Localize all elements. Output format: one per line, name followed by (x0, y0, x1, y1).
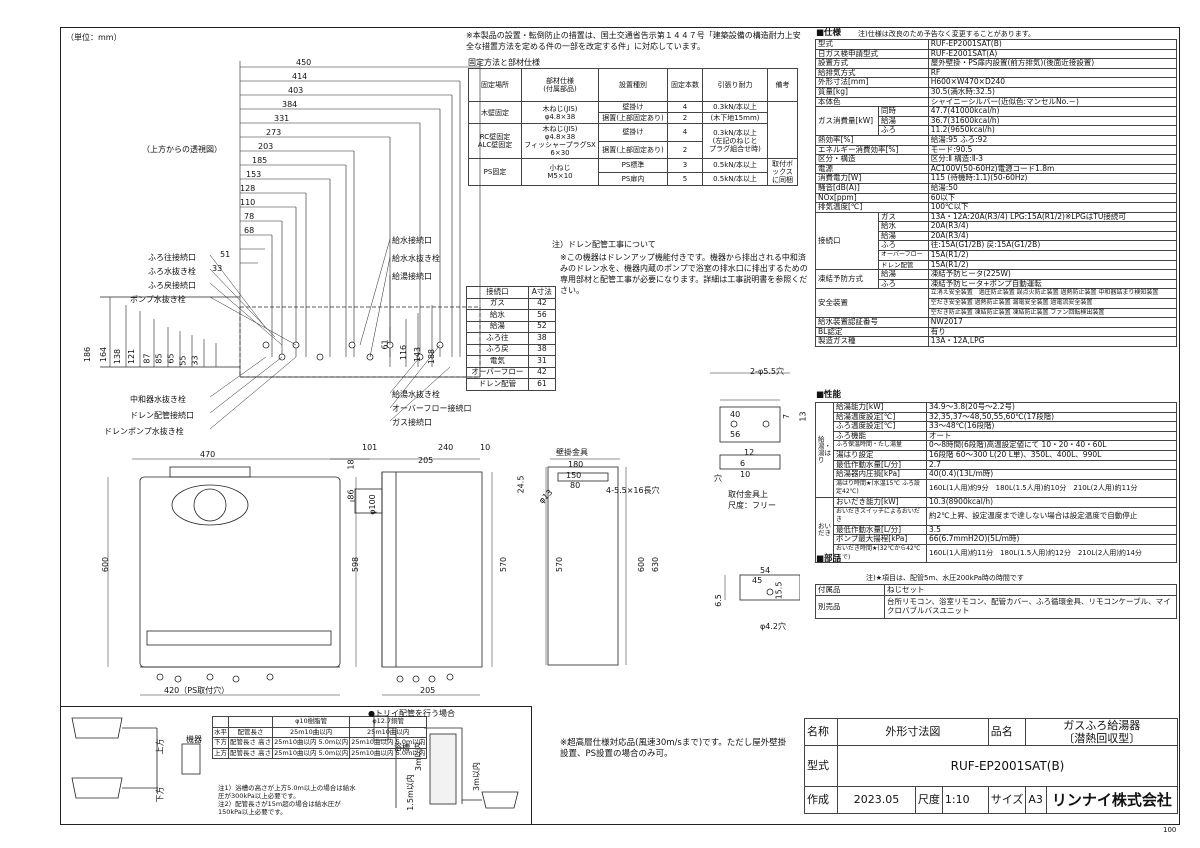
install-note: ※本製品の設置・転倒防止の措置は、国土交通省告示第１４４７号「建築設備の構造耐力… (466, 31, 801, 51)
side-dim-lines (109, 297, 433, 367)
performance-table: 給湯・湯はり給湯能力[kW]34.9～3.8(20号～2.2号) 給湯温度設定[… (815, 402, 1177, 564)
outline-drawing (100, 61, 800, 696)
bracket-title: 壁掛金具 (556, 448, 588, 457)
piping-title: ●トリイ配管を行う場合 (368, 709, 455, 718)
drain-title: 注）ドレン配管工事について (552, 240, 656, 249)
fitting-scale: 尺度：フリー (728, 501, 776, 510)
parts-title: ■部品 (816, 554, 842, 564)
piping-box (60, 706, 532, 825)
top-dim-lines (239, 61, 481, 377)
side-view (330, 458, 493, 696)
wall-bracket (545, 458, 627, 666)
high-rise-note: ※超高層仕様対応品(風速30m/sまで)です。ただし屋外壁掛設置、PS設置の場合… (560, 738, 787, 759)
top-view-label: （上方からの透視図） (142, 145, 222, 154)
page-number: 100 (1163, 826, 1177, 834)
parts-table: 付属品ねじセット 別売品台所リモコン、浴室リモコン、配管カバー、ふろ循環金具、リ… (815, 584, 1177, 619)
perf-title: ■性能 (816, 390, 842, 400)
leader-lines (209, 238, 451, 430)
spec-title: ■仕様 (816, 28, 842, 38)
title-block: 名称 外形寸法図 品名 ガスふろ給湯器〔潜熱回収型〕 型式 RUF-EP2001… (804, 718, 1179, 814)
lower-fitting (724, 574, 800, 601)
drain-note: ※この機器はドレンアップ機能付きです。機器から排出される中和済みのドレン水を、機… (560, 253, 808, 295)
fixing-method-table: 固定場所部材仕様 (付属部品)設置種別固定本数引張り耐力備考 木壁固定木ねじ(J… (468, 68, 798, 186)
drawing-frame (60, 27, 1180, 825)
spec-title-note: 注)仕様は改良のため予告なく変更することがあります。 (858, 30, 1036, 38)
piping-diagram (71, 715, 519, 809)
front-view (107, 458, 370, 696)
upper-fitting (710, 372, 790, 470)
unit-label: （単位：mm） (66, 33, 122, 42)
fix-title: 固定方法と部材仕様 (468, 58, 540, 67)
piping-notes: 注1）浴槽の高さが上方5.0m以上の場合は給水圧が300kPa以上必要です。注2… (218, 784, 356, 816)
fitting-title: 取付金具上 (728, 490, 768, 499)
perf-note: 注)★項目は、配管5m、水圧200kPa時の時間です (866, 574, 1024, 582)
